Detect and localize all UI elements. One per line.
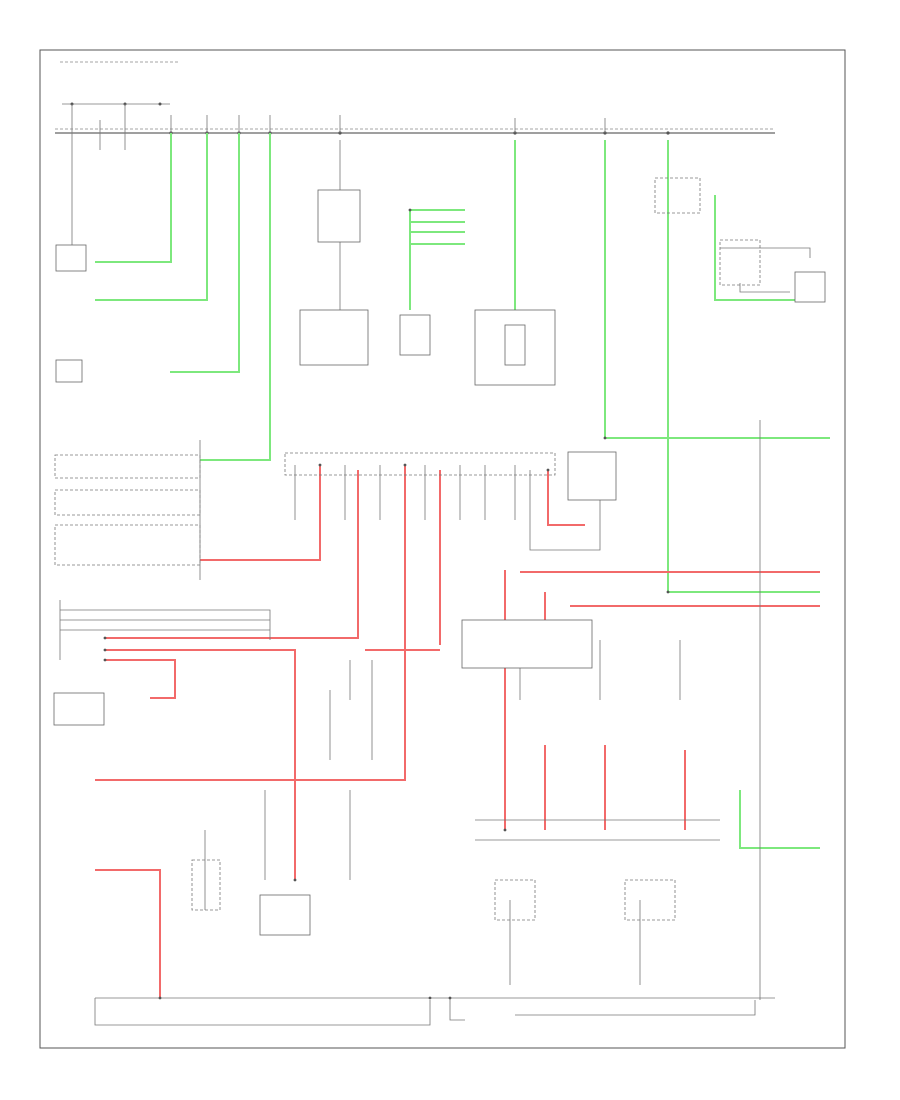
relay-box-1	[55, 244, 87, 272]
junction-nodes	[103, 208, 670, 1000]
actuator-1	[259, 894, 311, 936]
junction-block	[284, 452, 556, 476]
relay-right-1	[654, 177, 701, 214]
connector-block	[461, 619, 593, 669]
inner-sensor	[504, 324, 526, 366]
black-wires	[59, 140, 811, 1026]
module-right-2	[794, 271, 826, 303]
switch-bottom-right-2	[624, 879, 676, 921]
module-center	[399, 314, 431, 356]
module-right-1	[567, 451, 617, 501]
module-box-left-1	[54, 454, 201, 479]
red-wires	[95, 465, 820, 998]
module-box-left-2	[54, 489, 201, 516]
sensor-box-1	[55, 359, 83, 383]
switch-box-left	[53, 692, 105, 726]
fuse-bus	[55, 61, 775, 250]
diagram-frame	[39, 49, 846, 1049]
relay-center	[317, 189, 361, 243]
actuator-2	[191, 859, 221, 911]
module-center-left	[299, 309, 369, 366]
switch-bottom-right	[494, 879, 536, 921]
relay-right-2	[719, 239, 761, 286]
green-wires	[95, 133, 830, 849]
components	[53, 177, 826, 936]
module-box-left-3	[54, 524, 201, 566]
